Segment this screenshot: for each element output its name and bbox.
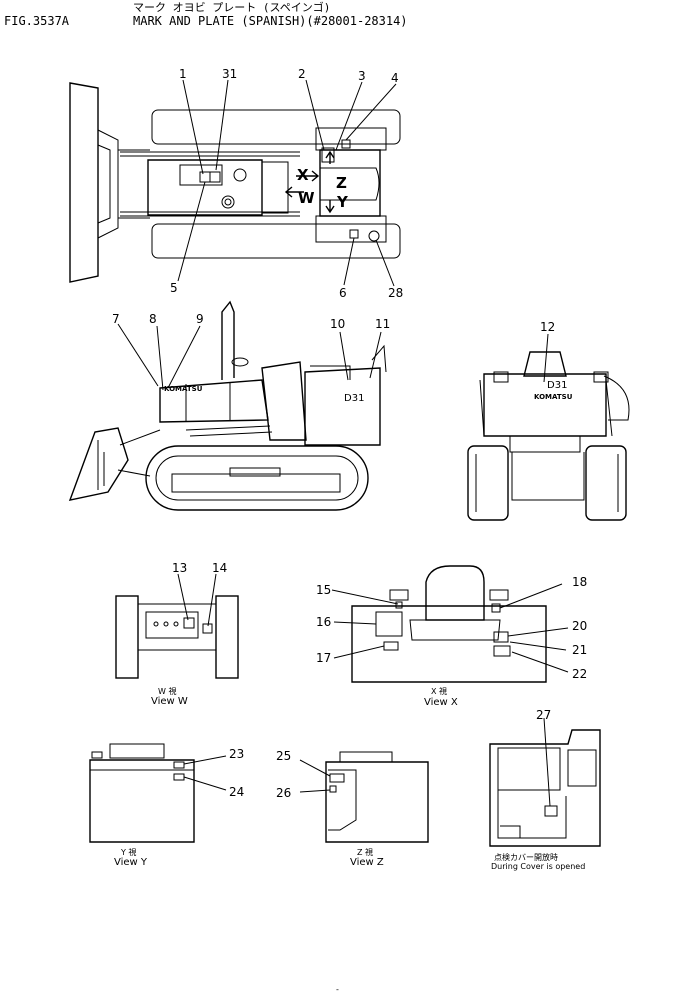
callout-12: 12 [540,320,555,334]
view-x-drawing [331,565,569,683]
view-w-caption: View W [151,696,188,707]
view-y-drawing [89,743,227,843]
callout-16: 16 [316,615,331,629]
view-z-drawing [299,751,429,843]
view-w-drawing [115,573,239,679]
callout-26: 26 [276,786,291,800]
view-arrow-y-label: Y [336,193,349,211]
callout-9: 9 [196,312,204,326]
figure-number: FIG.3537A [4,14,70,28]
side-plate-brand: KOMATSU [164,385,203,393]
cover-view-caption: During Cover is opened [491,862,585,871]
callout-23: 23 [229,747,244,761]
callout-28: 28 [388,286,403,300]
callout-14: 14 [212,561,227,575]
view-w-jp: W 視 [158,687,176,696]
callout-13: 13 [172,561,187,575]
view-arrow-w-label: W [298,189,315,207]
callout-7: 7 [112,312,120,326]
callout-1: 1 [179,67,187,81]
callout-22: 22 [572,667,587,681]
callout-20: 20 [572,619,587,633]
callout-27: 27 [536,708,551,722]
cover-open-drawing [489,717,601,847]
side-view-drawing [68,300,387,511]
callout-24: 24 [229,785,244,799]
view-x-caption: View X [424,697,458,708]
callout-2: 2 [298,67,306,81]
plan-view-drawing [69,79,401,287]
callout-21: 21 [572,643,587,657]
view-y-caption: View Y [114,857,148,868]
callout-11: 11 [375,317,390,331]
callout-17: 17 [316,651,331,665]
front-plate-model: D31 [547,380,567,391]
callout-6: 6 [339,286,347,300]
callout-25: 25 [276,749,291,763]
footer-mark: - [336,985,339,994]
callout-8: 8 [149,312,157,326]
callout-31: 31 [222,67,237,81]
view-arrow-x-label: X [297,166,309,184]
callout-4: 4 [391,71,399,85]
callout-3: 3 [358,69,366,83]
cover-view-jp: 点検カバー開放時 [494,852,558,862]
callout-19: 19 [553,597,555,599]
japanese-title: マーク オヨビ プレート (スペインゴ) [133,1,331,14]
side-plate-model: D31 [344,393,364,404]
callout-5: 5 [170,281,178,295]
view-z-caption: View Z [350,857,384,868]
view-y-jp: Y 視 [120,848,136,857]
callout-18: 18 [572,575,587,589]
front-plate-brand: KOMATSU [534,393,573,401]
front-view-drawing [467,333,630,521]
callout-10: 10 [330,317,345,331]
figure-title: MARK AND PLATE (SPANISH)(#28001-28314) [133,14,408,28]
view-arrow-z-label: Z [336,174,347,192]
callout-15: 15 [316,583,331,597]
view-x-jp: X 視 [431,687,447,696]
view-z-jp: Z 視 [357,848,373,857]
